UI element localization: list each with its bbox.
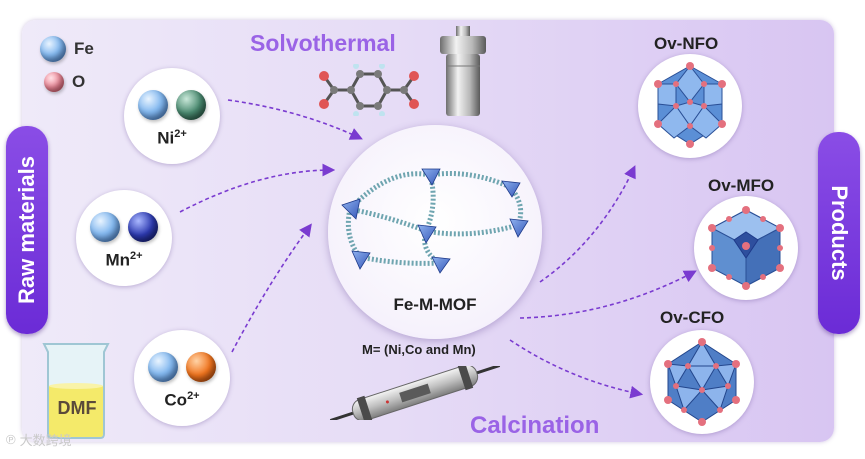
arrow-co-to-mof [231, 223, 312, 353]
ni-precursor: Ni2+ [124, 68, 220, 164]
fe-atom-icon [148, 352, 178, 382]
co-precursor: Co2+ [134, 330, 230, 426]
legend-fe-label: Fe [74, 39, 94, 58]
legend-o: O [44, 72, 85, 92]
dmf-beaker-icon [42, 343, 110, 439]
mof-subtitle: M= (Ni,Co and Mn) [362, 342, 476, 357]
fe-atom-icon [40, 36, 66, 62]
mn-precursor: Mn2+ [76, 190, 172, 286]
arrow-mof-to-cfo [509, 339, 644, 399]
dmf-label: DMF [57, 398, 97, 418]
mof-circle: Fe-M-MOF [328, 125, 542, 339]
linker-molecule-icon [319, 64, 419, 116]
spinel-crystal-icon [654, 62, 726, 148]
watermark-text: 大数跨境 [19, 433, 72, 448]
co-atom-icon [186, 352, 216, 382]
o-atom-icon [44, 72, 64, 92]
octahedral-crystal-icon [664, 338, 740, 426]
mof-name: Fe-M-MOF [393, 295, 477, 314]
fe-atom-icon [90, 212, 120, 242]
watermark-logo-icon: ℗ [6, 432, 16, 447]
autoclave-icon [440, 26, 486, 116]
mn-atom-icon [128, 212, 158, 242]
products-label: Products [827, 185, 852, 281]
product-label-mfo: Ov-MFO [708, 176, 775, 195]
products-tab: Products [818, 132, 860, 334]
product-nfo [638, 54, 742, 158]
legend-o-label: O [72, 72, 86, 91]
watermark: ℗ 大数跨境 [6, 430, 72, 449]
product-label-cfo: Ov-CFO [660, 308, 725, 327]
co-label: Co2+ [164, 390, 200, 410]
arrow-mof-to-nfo [539, 165, 636, 283]
raw-materials-label: Raw materials [14, 156, 39, 304]
ni-label: Ni2+ [157, 128, 187, 148]
arrow-mn-to-mof [179, 163, 336, 213]
product-cfo [650, 330, 754, 434]
mn-label: Mn2+ [105, 250, 143, 270]
legend-fe: Fe [40, 36, 94, 62]
raw-materials-tab: Raw materials [6, 126, 48, 334]
product-mfo [694, 196, 798, 300]
arrow-ni-to-mof [227, 99, 363, 140]
solvothermal-title: Solvothermal [250, 30, 396, 56]
ni-atom-icon [176, 90, 206, 120]
mof-framework-icon [341, 168, 529, 274]
tube-furnace-icon [329, 366, 501, 420]
arrow-mof-to-mfo [519, 270, 697, 319]
product-label-nfo: Ov-NFO [654, 34, 719, 53]
calcination-title: Calcination [470, 412, 600, 439]
cubic-crystal-icon [708, 206, 784, 290]
fe-atom-icon [138, 90, 168, 120]
